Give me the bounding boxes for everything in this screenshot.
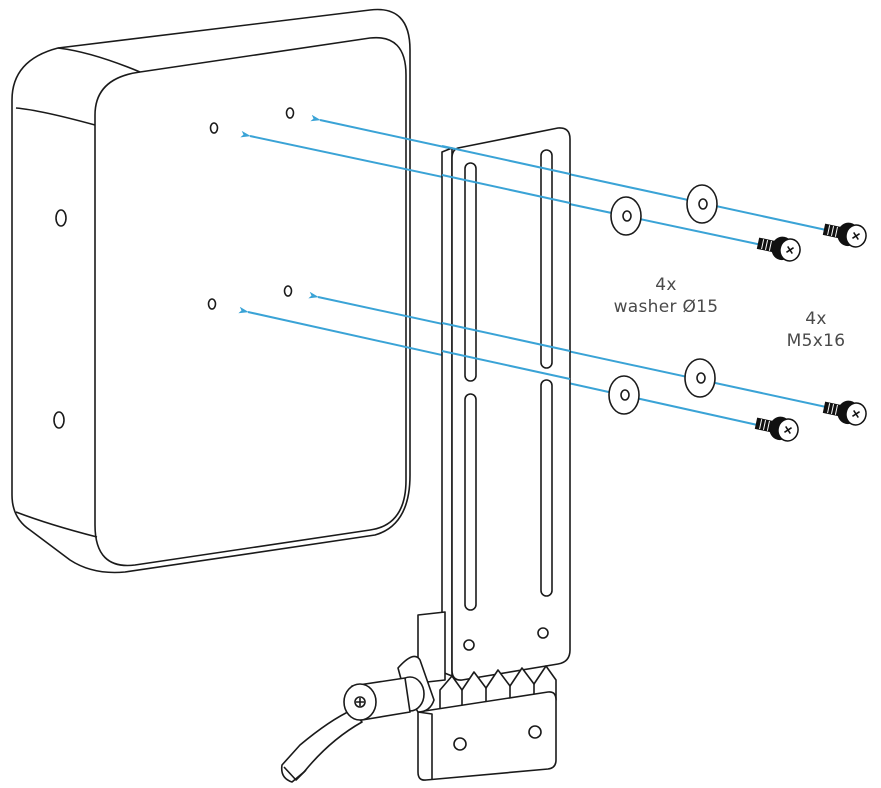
screw-name: M5x16 (786, 331, 846, 351)
washer-icon (610, 196, 642, 236)
washer-label: 4x washer Ø15 (598, 274, 734, 318)
screw-icon (754, 416, 799, 442)
screw-label: 4x M5x16 (768, 308, 864, 352)
hole (55, 209, 67, 227)
device-box (11, 8, 411, 574)
washer-quantity: 4x (655, 275, 677, 295)
slot (540, 379, 553, 597)
slot (540, 149, 553, 369)
arrow-icon (310, 114, 841, 234)
washer-name: washer Ø15 (613, 297, 719, 317)
washers (608, 184, 718, 415)
slot (464, 162, 477, 382)
hole (537, 627, 549, 639)
hole (209, 122, 219, 134)
screw-icon (756, 236, 801, 262)
screws (754, 222, 867, 442)
slot (464, 393, 477, 611)
washer-icon (608, 375, 640, 415)
arrow-overlay (441, 145, 571, 380)
washer-icon (684, 358, 716, 398)
washer-icon (686, 184, 718, 224)
arrow-icon (308, 291, 841, 411)
clamp-base (417, 665, 557, 781)
hole (207, 298, 217, 310)
mounting-bracket (417, 127, 571, 684)
screw-icon (822, 222, 867, 248)
screw-icon (822, 400, 867, 426)
lever-icon (280, 655, 435, 783)
hole (463, 639, 475, 651)
hole (285, 107, 295, 119)
hole (53, 411, 65, 429)
hole (283, 285, 293, 297)
screw-quantity: 4x (805, 309, 827, 329)
